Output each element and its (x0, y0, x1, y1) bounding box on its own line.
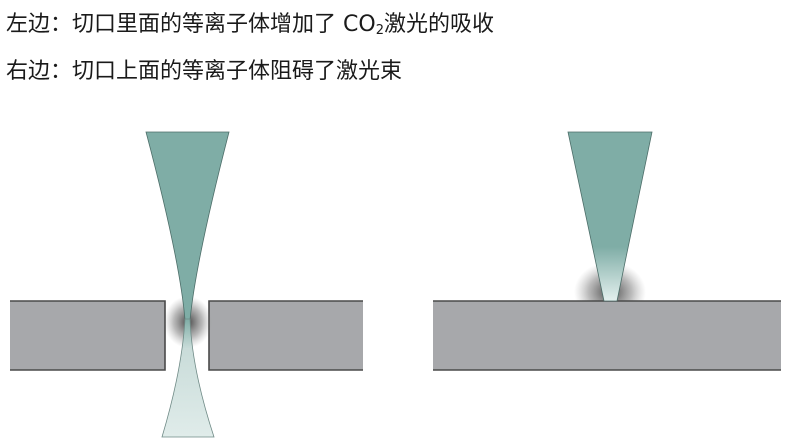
workpiece-right-plate (209, 301, 363, 370)
right-diagram (433, 131, 781, 371)
co2-subscript: 2 (375, 23, 384, 38)
left-diagram (10, 131, 363, 438)
laser-beam (567, 131, 653, 302)
caption-left: 左边：切口里面的等离子体增加了 CO2激光的吸收 (6, 11, 494, 45)
caption-left-text: 切口里面的等离子体增加了 CO (72, 12, 376, 37)
workpiece-plate (433, 301, 781, 370)
workpiece-left-plate (10, 301, 165, 370)
laser-beam-upper (145, 131, 230, 321)
caption-left-text-end: 激光的吸收 (383, 12, 494, 37)
caption-right: 右边：切口上面的等离子体阻碍了激光束 (6, 58, 402, 86)
laser-beam-lower (161, 318, 215, 438)
caption-right-text: 切口上面的等离子体阻碍了激光束 (72, 59, 403, 84)
caption-left-label: 左边： (6, 12, 73, 37)
caption-right-label: 右边： (6, 59, 73, 84)
